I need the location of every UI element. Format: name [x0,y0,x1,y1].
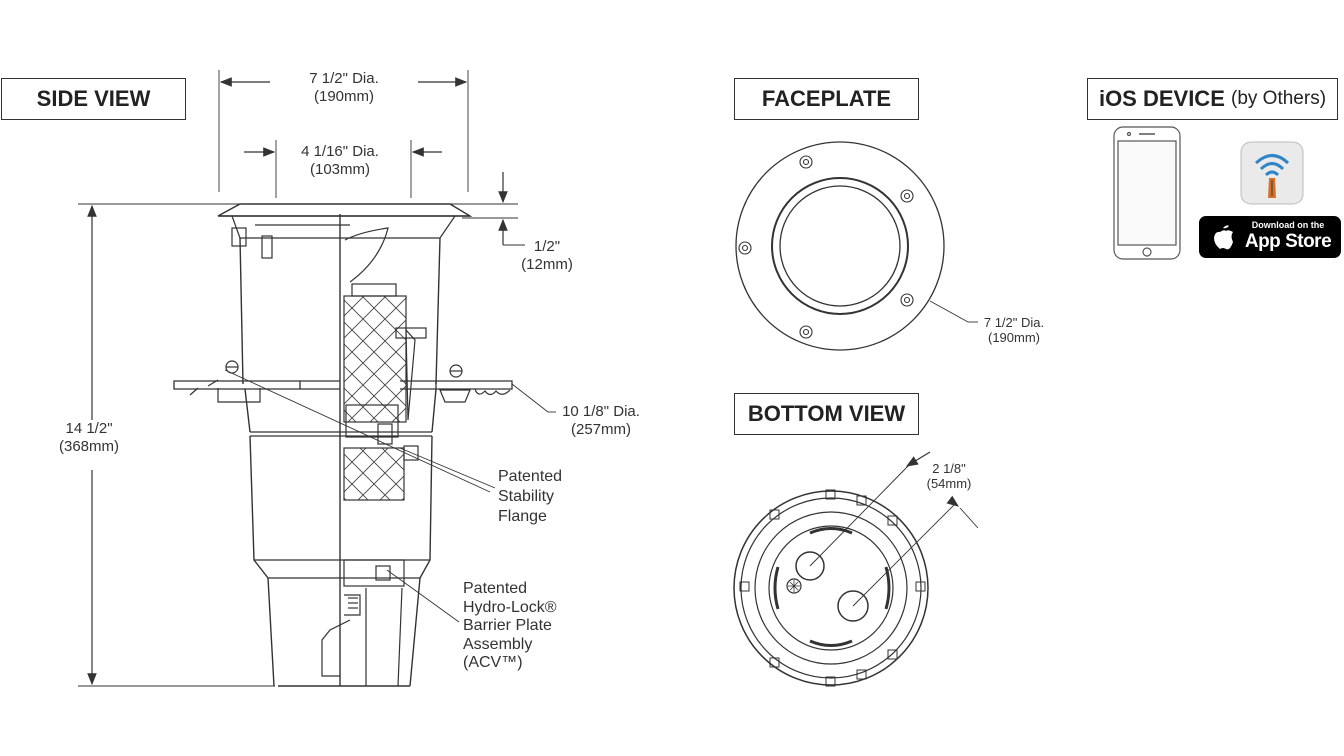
faceplate-drawing [735,141,978,351]
hydrolock-callout: Patented Hydro-Lock® Barrier Plate Assem… [463,580,557,673]
bottom-view-title: BOTTOM VIEW [734,393,919,435]
inner-dia-value: 4 1/16" Dia. [301,143,379,160]
callout-line: Barrier Plate [463,617,552,634]
app-store-badge[interactable] [1199,216,1341,258]
height-mm: (368mm) [58,438,119,455]
bottom-dim-label: 2 1/8" (54mm) [920,461,978,491]
height-label: 14 1/2" (368mm) [48,420,130,456]
ios-title-text: iOS DEVICE [1098,86,1225,111]
flange-dia-mm: (257mm) [570,421,631,438]
faceplate-dia-value: 7 1/2" Dia. [983,315,1045,330]
bottom-view-drawing [733,451,979,687]
inner-dia-label: 4 1/16" Dia. (103mm) [290,143,390,179]
apple-icon [1214,225,1233,250]
lip-mm: (12mm) [521,256,573,273]
flange-dia-label: 10 1/8" Dia. (257mm) [555,403,647,439]
ios-title-suffix: (by Others) [1231,88,1327,109]
callout-line: Hydro-Lock® [463,598,557,616]
top-dia-mm: (190mm) [313,88,374,105]
bottom-view-title-text: BOTTOM VIEW [747,401,906,426]
ios-device-title: iOS DEVICE (by Others) [1087,78,1338,120]
faceplate-title: FACEPLATE [734,78,919,120]
badge-small-text: Download on the [1251,220,1325,230]
lip-value: 1/2" [533,238,561,255]
top-dia-value: 7 1/2" Dia. [309,70,379,87]
faceplate-dia-mm: (190mm) [987,330,1040,345]
bottom-dim-mm: (54mm) [926,476,972,491]
callout-line: Assembly [463,635,533,653]
bottom-dim-value: 2 1/8" [932,461,966,476]
faceplate-title-text: FACEPLATE [761,86,892,111]
callout-line: Patented [498,468,563,485]
top-dia-label: 7 1/2" Dia. (190mm) [294,70,394,106]
side-view-title-text: SIDE VIEW [36,86,151,111]
faceplate-dia-label: 7 1/2" Dia. (190mm) [978,315,1050,345]
callout-line: Stability [498,488,555,505]
flange-dia-value: 10 1/8" Dia. [562,403,640,420]
phone-illustration [1113,126,1181,260]
side-view-drawing [78,70,556,687]
stability-flange-callout: Patented Stability Flange [498,467,562,527]
callout-line: (ACV™) [463,654,523,671]
inner-dia-mm: (103mm) [309,161,370,178]
callout-line: Flange [498,508,547,525]
side-view-title: SIDE VIEW [1,78,186,120]
lip-label: 1/2" (12mm) [512,238,582,274]
badge-large-text: App Store [1244,231,1332,252]
callout-line: Patented [463,580,528,597]
height-value: 14 1/2" [65,420,113,437]
app-icon [1240,141,1304,205]
